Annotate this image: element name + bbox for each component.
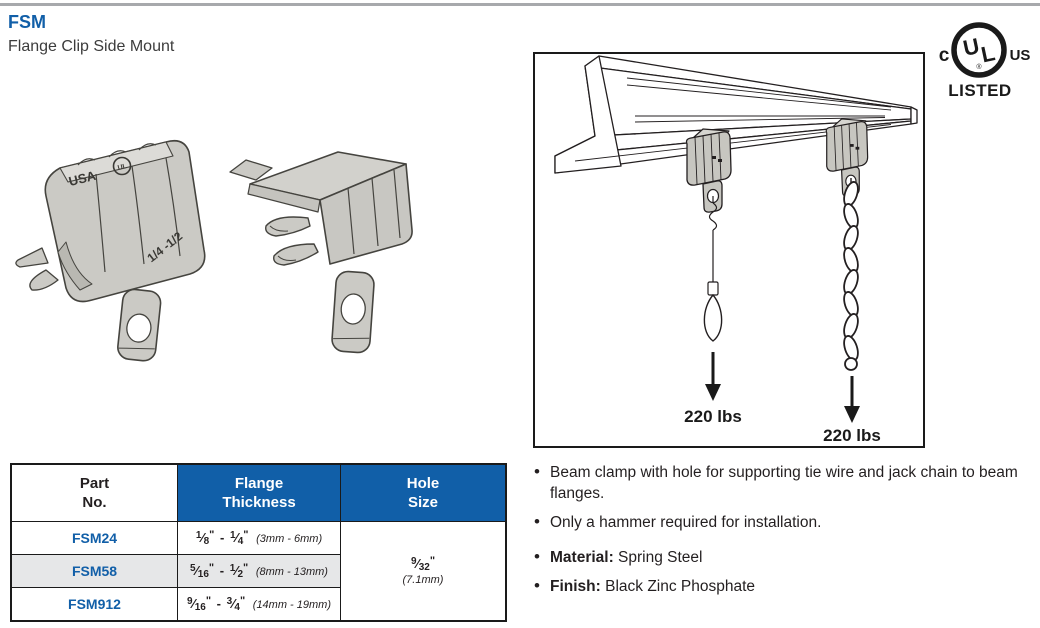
table-row: FSM58 5⁄16" - 1⁄2" (8mm - 13mm) xyxy=(10,554,506,588)
part-number: FSM24 xyxy=(10,521,178,555)
hole-size-value: 9⁄32" (7.1mm) xyxy=(340,521,507,621)
tab-hole xyxy=(340,293,366,325)
beam-drawing xyxy=(554,55,918,174)
ul-listed-label: LISTED xyxy=(948,81,1011,100)
beam-clamp-with-wire xyxy=(685,128,732,213)
product-illustrations: USA UL 1/4 -1/2 xyxy=(15,139,413,362)
registered-symbol: ® xyxy=(976,63,982,71)
svg-text:L: L xyxy=(979,40,997,67)
wire-load-arrow xyxy=(705,352,721,401)
part-number: FSM912 xyxy=(10,587,178,621)
flange-clip-rear-illustration xyxy=(229,151,413,354)
feature-list: Beam clamp with hole for supporting tie … xyxy=(533,461,1038,605)
chain-load-label: 220 lbs xyxy=(823,426,881,445)
spec-table: Part No. Flange Thickness Hole Size FSM2… xyxy=(10,463,507,622)
usa-marking: USA xyxy=(67,168,98,189)
mini-ul-text: UL xyxy=(117,163,128,172)
top-divider xyxy=(0,3,1040,6)
feature-item: Beam clamp with hole for supporting tie … xyxy=(533,461,1038,504)
ul-listed-mark: U L ® c US LISTED xyxy=(939,22,1031,100)
tab-hole xyxy=(126,313,152,343)
jack-chain xyxy=(843,178,859,371)
product-name: Flange Clip Side Mount xyxy=(8,38,175,55)
flange-clip-front-illustration: USA UL 1/4 -1/2 xyxy=(15,139,206,362)
tie-wire xyxy=(703,196,723,342)
chain-load-arrow xyxy=(844,376,860,423)
spec-table-container: Part No. Flange Thickness Hole Size FSM2… xyxy=(10,463,507,622)
feature-item-finish: Finish: Black Zinc Phosphate xyxy=(533,575,1038,597)
ul-letters: U L xyxy=(961,33,997,67)
ul-us-label: US xyxy=(1010,47,1031,64)
part-number: FSM58 xyxy=(10,554,178,588)
beam-clamp-with-chain xyxy=(825,118,869,197)
feature-item-material: Material: Spring Steel xyxy=(533,546,1038,568)
feature-item: Only a hammer required for installation. xyxy=(533,511,1038,533)
header-part-no: Part No. xyxy=(10,463,178,522)
installation-diagram: 220 lbs 220 lbs xyxy=(554,55,918,445)
product-code: FSM xyxy=(8,12,46,32)
ul-c-label: c xyxy=(939,45,950,66)
flange-thickness-value: 5⁄16" - 1⁄2" (8mm - 13mm) xyxy=(177,554,341,588)
svg-text:U: U xyxy=(961,33,982,61)
installation-diagram-frame: 220 lbs 220 lbs xyxy=(533,52,925,448)
header-row: Part No. Flange Thickness Hole Size xyxy=(10,463,507,522)
table-row: FSM912 9⁄16" - 3⁄4" (14mm - 19mm) xyxy=(10,587,506,621)
mini-ul-logo-icon xyxy=(112,156,132,176)
ul-circle-icon xyxy=(951,22,1007,78)
header-hole-size: Hole Size xyxy=(340,463,507,522)
wire-load-label: 220 lbs xyxy=(684,407,742,426)
flange-thickness-value: 1⁄8" - 1⁄4" (3mm - 6mm) xyxy=(177,521,341,555)
flange-thickness-value: 9⁄16" - 3⁄4" (14mm - 19mm) xyxy=(177,587,341,621)
header-flange-thickness: Flange Thickness xyxy=(177,463,341,522)
table-row: FSM24 1⁄8" - 1⁄4" (3mm - 6mm) 9⁄32" (7.1… xyxy=(10,521,507,621)
